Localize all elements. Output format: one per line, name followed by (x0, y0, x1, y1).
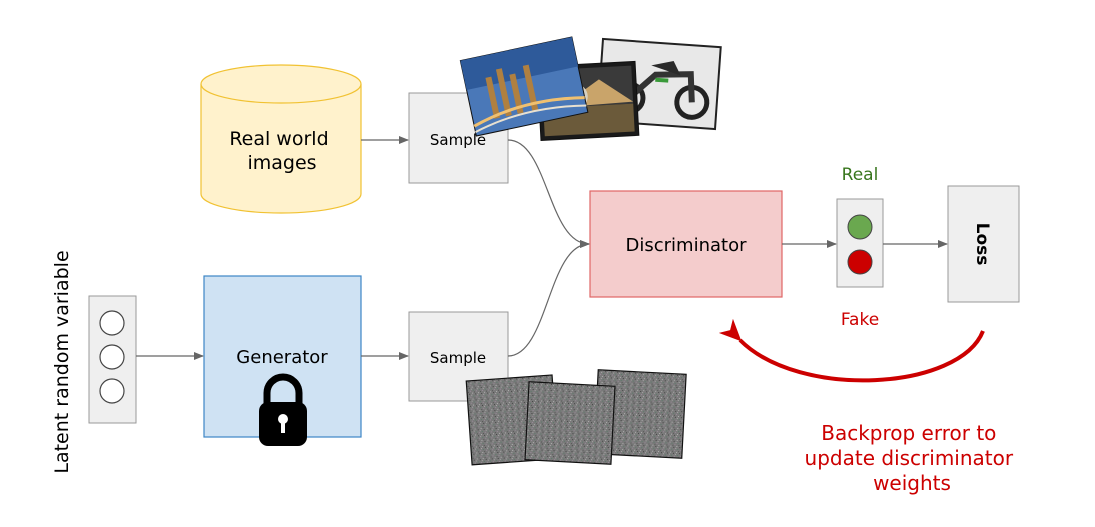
fake-label: Fake (841, 310, 879, 330)
latent-node-1 (99, 310, 125, 336)
generator-block: Generator (203, 275, 362, 446)
latent-vector (88, 295, 137, 424)
loss-label: Loss (972, 223, 992, 266)
fake-light (847, 249, 873, 275)
real-images-line-2: images (247, 152, 316, 174)
noise-image-2 (524, 381, 616, 465)
latent-variable-label: Latent random variable (51, 250, 73, 473)
real-label: Real (842, 165, 879, 185)
lock-icon (259, 373, 307, 446)
city-photo (459, 36, 589, 137)
arrow-sample-top-to-discriminator (507, 139, 590, 248)
connectors (136, 136, 948, 360)
real-sample-photos (459, 36, 722, 141)
latent-node-3 (99, 378, 125, 404)
real-images-database: Real world images (200, 64, 362, 214)
backprop-line-1: Backprop error to (821, 421, 996, 445)
backprop-line-2: update discriminator (805, 446, 1014, 470)
backprop-line-3: weights (873, 471, 951, 495)
loss-block (947, 185, 1020, 303)
discriminator-block (589, 190, 783, 298)
generator-label: Generator (236, 347, 328, 368)
arrow-sample-bottom-to-discriminator (507, 240, 590, 357)
sample-bottom-label: Sample (430, 349, 486, 367)
backprop-text: Backprop error to update discriminator w… (805, 421, 1020, 495)
sample-top-label: Sample (430, 131, 486, 149)
latent-node-2 (99, 344, 125, 370)
real-light (847, 214, 873, 240)
discriminator-label: Discriminator (626, 235, 748, 256)
real-fake-indicator (836, 198, 884, 288)
real-images-label: Real world images (229, 128, 334, 174)
real-images-line-1: Real world (229, 128, 328, 150)
generated-noise-samples (465, 369, 687, 466)
backprop-arrow (718, 318, 985, 383)
